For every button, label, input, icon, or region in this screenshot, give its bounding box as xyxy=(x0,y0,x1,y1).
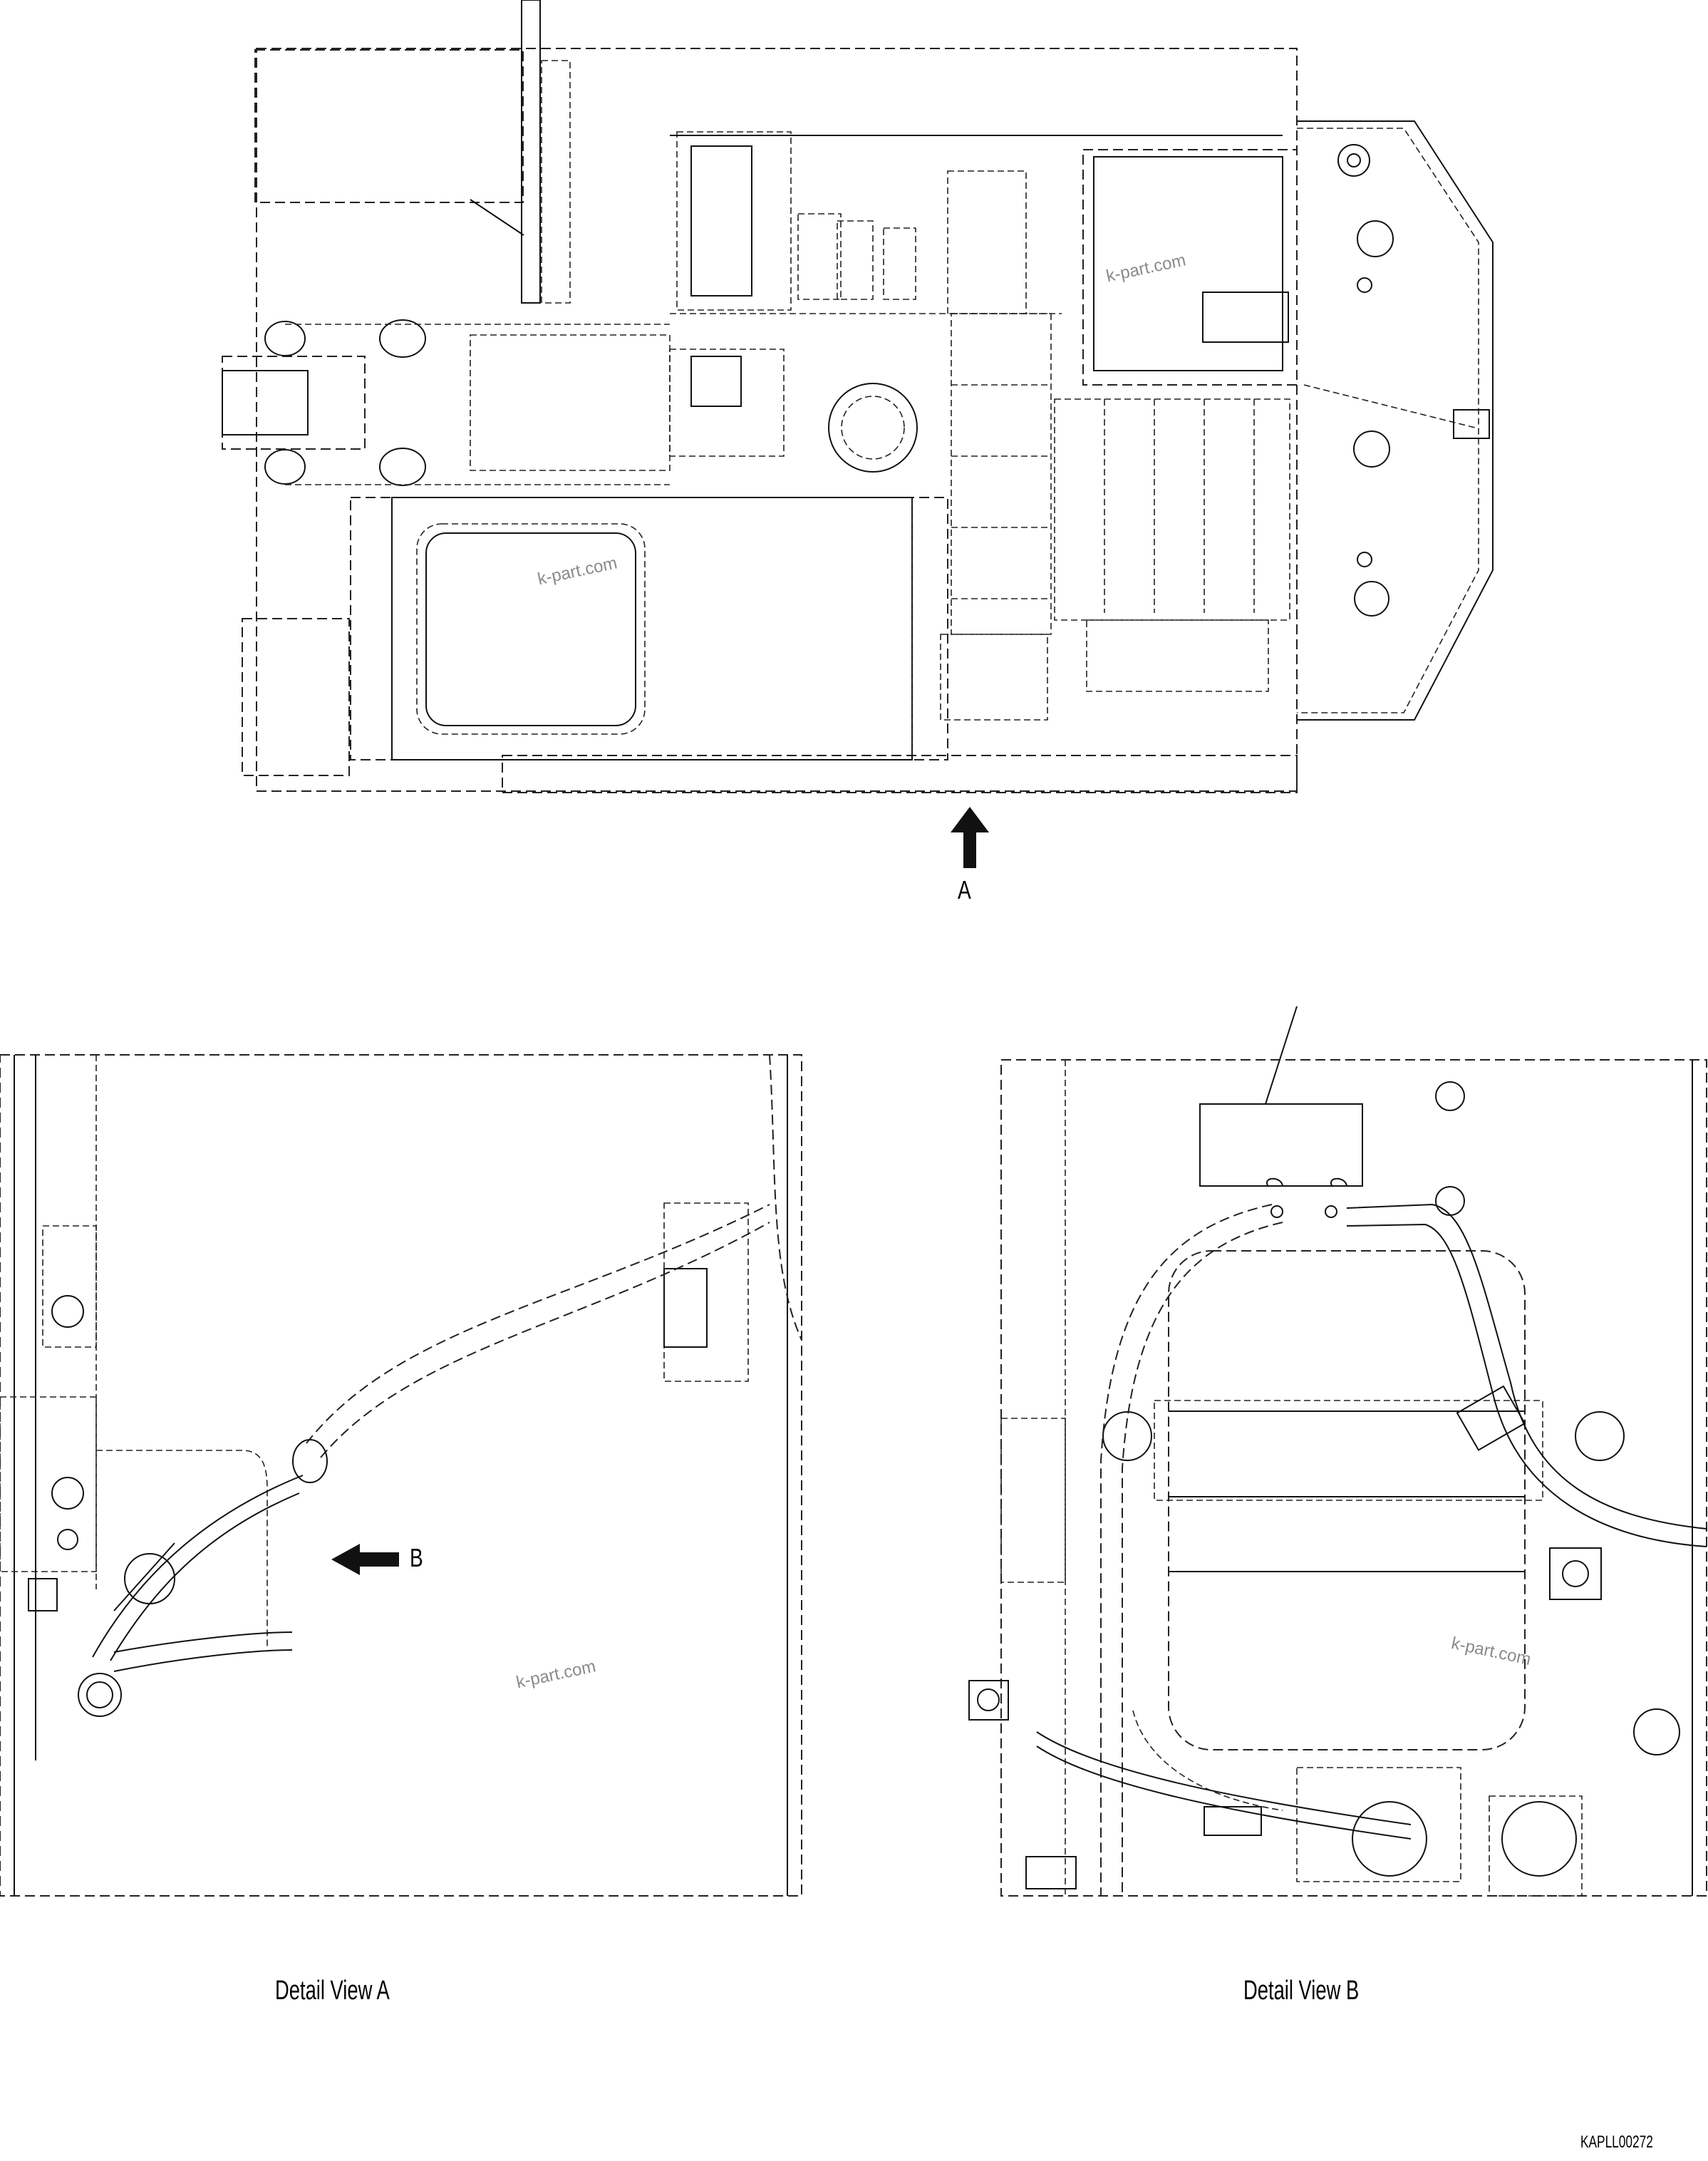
drawing-code: KAPLL00272 xyxy=(1580,2132,1653,2152)
detail-view-a-drawing xyxy=(0,1054,802,1897)
arrow-a-label: A xyxy=(958,875,971,904)
arrow-b-label: B xyxy=(410,1543,423,1572)
detail-view-a-caption: Detail View A xyxy=(275,1976,390,2006)
overall-view xyxy=(222,0,1494,868)
detail-view-b-drawing xyxy=(968,1006,1707,1897)
detail-view-b-caption: Detail View B xyxy=(1243,1976,1360,2006)
